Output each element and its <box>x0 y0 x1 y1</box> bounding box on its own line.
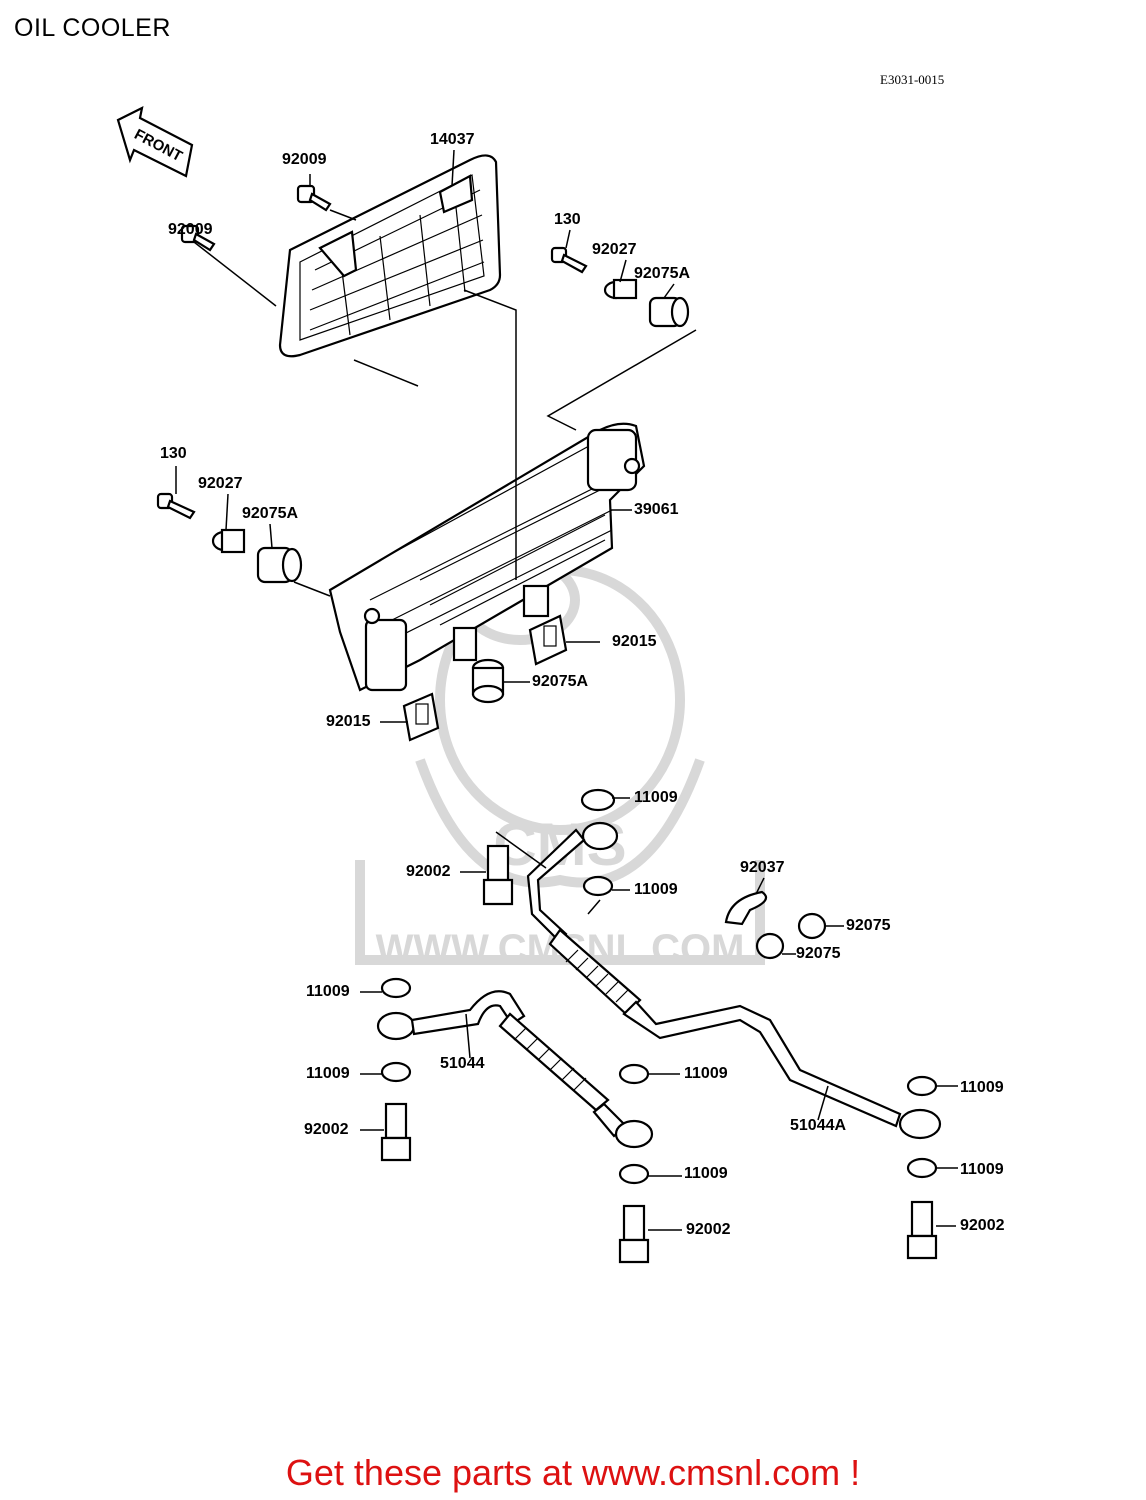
banjo-bolt-92002-upper <box>482 844 514 906</box>
exploded-parts-diagram: CMS WWW.CMSNL.COM FRONT <box>116 106 958 1264</box>
label-92009: 92009 <box>282 151 327 168</box>
banjo-bolt-92002-right <box>906 1200 938 1260</box>
front-arrow-icon: FRONT <box>116 106 194 178</box>
grommet-92075A-upper <box>648 296 690 328</box>
label-14037: 14037 <box>430 131 475 148</box>
grommet-92075A-center <box>471 658 505 704</box>
clamp-92037 <box>724 890 768 926</box>
bolt-130-upper <box>550 246 588 274</box>
grommet-92075-lower <box>755 932 785 960</box>
oil-hose-51044A <box>526 788 942 1140</box>
label-39061: 39061 <box>634 501 679 518</box>
oil-hose-51044 <box>376 990 654 1149</box>
bolt-92009-upper <box>296 184 332 212</box>
promo-link[interactable]: Get these parts at www.cmsnl.com ! <box>285 1452 861 1493</box>
label-92002: 92002 <box>686 1221 731 1238</box>
label-51044A: 51044A <box>790 1117 847 1134</box>
grommet-92075-upper <box>797 912 827 940</box>
label-92002: 92002 <box>406 863 451 880</box>
label-11009: 11009 <box>306 983 350 1000</box>
damper-92015-right <box>528 614 568 666</box>
diagram-code: E3031-0015 <box>880 72 945 87</box>
label-92015: 92015 <box>612 633 657 650</box>
collar-92027-upper <box>603 278 638 300</box>
washers-11009 <box>380 875 938 1185</box>
label-130: 130 <box>554 211 581 228</box>
label-11009: 11009 <box>684 1065 728 1082</box>
label-92002: 92002 <box>304 1121 349 1138</box>
label-130: 130 <box>160 445 187 462</box>
label-92075: 92075 <box>796 945 841 962</box>
leader-lines <box>175 149 958 1231</box>
label-92002: 92002 <box>960 1217 1005 1234</box>
banjo-bolt-92002-center <box>618 1204 650 1264</box>
label-92075A: 92075A <box>242 505 299 522</box>
label-11009: 11009 <box>634 881 678 898</box>
label-11009: 11009 <box>960 1079 1004 1096</box>
label-92009: 92009 <box>168 221 213 238</box>
page-title: OIL COOLER <box>14 14 171 42</box>
bolt-130-lower <box>156 492 196 520</box>
oil-cooler-core <box>328 422 646 692</box>
label-92037: 92037 <box>740 859 785 876</box>
label-51044: 51044 <box>440 1055 485 1072</box>
label-11009: 11009 <box>960 1161 1004 1178</box>
label-92015: 92015 <box>326 713 371 730</box>
grommet-92075A-left <box>256 546 303 584</box>
label-92075: 92075 <box>846 917 891 934</box>
label-92075A: 92075A <box>634 265 691 282</box>
collar-92027-lower <box>211 528 246 554</box>
bolt-92009-lower <box>180 224 216 252</box>
label-11009: 11009 <box>684 1165 728 1182</box>
label-92027: 92027 <box>592 241 637 258</box>
banjo-bolt-92002-left <box>380 1102 412 1162</box>
oil-cooler-screen <box>278 154 502 358</box>
damper-92015-left <box>402 692 440 742</box>
label-11009: 11009 <box>634 789 678 806</box>
label-92027: 92027 <box>198 475 243 492</box>
label-11009: 11009 <box>306 1065 350 1082</box>
label-92075A: 92075A <box>532 673 589 690</box>
